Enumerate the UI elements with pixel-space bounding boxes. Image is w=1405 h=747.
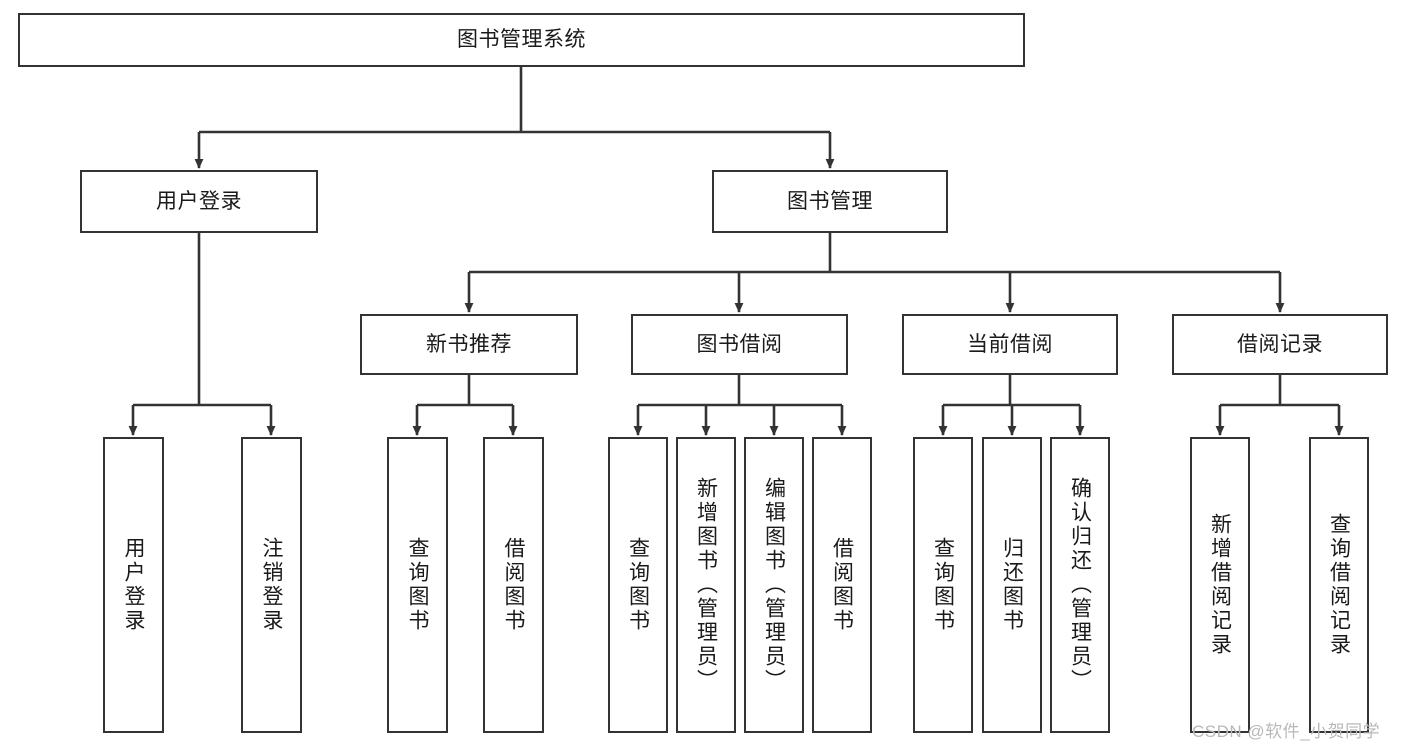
node-leaf-user-logout[interactable]: 注销登录 (241, 437, 302, 733)
node-leaf-borrow-book-rec-label: 借阅图书 (502, 537, 525, 633)
node-leaf-borrow-book-rec[interactable]: 借阅图书 (483, 437, 544, 733)
node-book-borrow-label: 图书借阅 (696, 332, 783, 356)
node-current-borrow[interactable]: 当前借阅 (902, 314, 1118, 375)
node-new-book-recommend[interactable]: 新书推荐 (360, 314, 578, 375)
node-user-login-label: 用户登录 (156, 189, 242, 213)
node-root[interactable]: 图书管理系统 (18, 13, 1025, 67)
node-leaf-add-borrow-record[interactable]: 新增借阅记录 (1190, 437, 1250, 733)
node-leaf-query-book-rec-label: 查询图书 (406, 537, 429, 633)
node-current-borrow-label: 当前借阅 (967, 332, 1053, 356)
node-leaf-query-book-cur[interactable]: 查询图书 (913, 437, 973, 733)
node-leaf-edit-book-admin-label: 编辑图书（管理员） (762, 477, 786, 693)
node-borrow-record[interactable]: 借阅记录 (1172, 314, 1388, 375)
node-leaf-query-book-rec[interactable]: 查询图书 (387, 437, 448, 733)
node-leaf-add-book-admin-label: 新增图书（管理员） (694, 477, 718, 693)
node-leaf-confirm-return-admin-label: 确认归还（管理员） (1068, 477, 1092, 693)
node-leaf-borrow-book[interactable]: 借阅图书 (812, 437, 872, 733)
node-leaf-query-book-cur-label: 查询图书 (931, 537, 955, 633)
node-leaf-confirm-return-admin[interactable]: 确认归还（管理员） (1050, 437, 1110, 733)
node-user-login[interactable]: 用户登录 (80, 170, 318, 233)
node-leaf-borrow-book-label: 借阅图书 (830, 537, 854, 633)
node-leaf-query-borrow-record[interactable]: 查询借阅记录 (1309, 437, 1369, 733)
node-book-manage-label: 图书管理 (787, 189, 873, 213)
node-leaf-return-book-label: 归还图书 (1000, 537, 1024, 633)
node-new-book-recommend-label: 新书推荐 (426, 332, 512, 356)
node-leaf-user-logout-label: 注销登录 (260, 537, 283, 633)
node-leaf-add-book-admin[interactable]: 新增图书（管理员） (676, 437, 736, 733)
node-leaf-add-borrow-record-label: 新增借阅记录 (1208, 513, 1232, 657)
node-leaf-edit-book-admin[interactable]: 编辑图书（管理员） (744, 437, 804, 733)
node-leaf-return-book[interactable]: 归还图书 (982, 437, 1042, 733)
node-leaf-user-login-label: 用户登录 (122, 537, 145, 633)
node-root-label: 图书管理系统 (457, 28, 586, 52)
node-leaf-query-borrow-record-label: 查询借阅记录 (1327, 513, 1351, 657)
csdn-watermark: CSDN @软件_小贺同学 (1192, 722, 1381, 741)
node-book-borrow[interactable]: 图书借阅 (631, 314, 848, 375)
node-leaf-query-book-borrow-label: 查询图书 (626, 537, 650, 633)
node-borrow-record-label: 借阅记录 (1237, 332, 1323, 356)
node-book-manage[interactable]: 图书管理 (712, 170, 948, 233)
node-leaf-query-book-borrow[interactable]: 查询图书 (608, 437, 668, 733)
node-leaf-user-login[interactable]: 用户登录 (103, 437, 164, 733)
